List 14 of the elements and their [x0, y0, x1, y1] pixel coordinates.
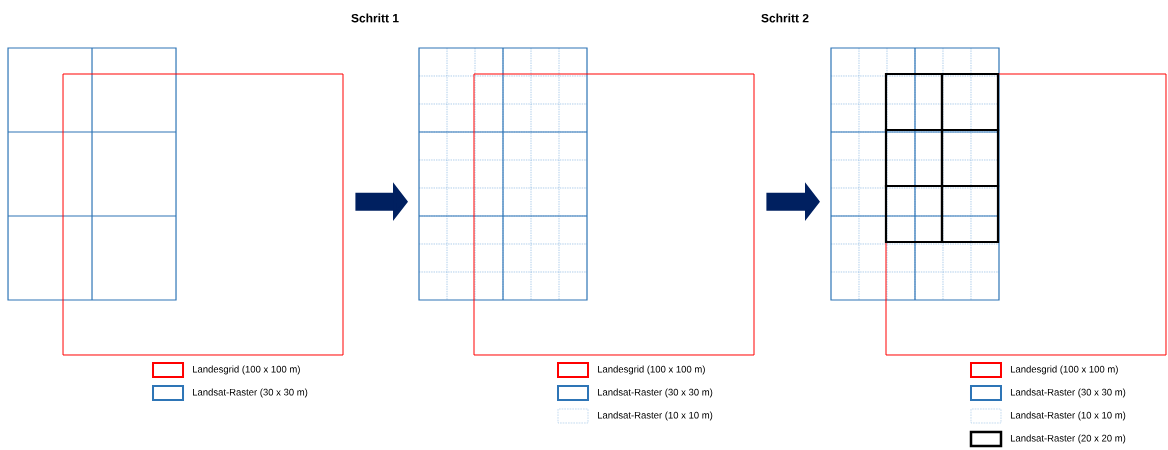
legend-label: Landsat-Raster (10 x 10 m) — [598, 411, 713, 421]
legend-label: Landsat-Raster (30 x 30 m) — [193, 388, 308, 398]
step-heading: Schritt 2 — [761, 13, 809, 23]
legend-label: Landesgrid (100 x 100 m) — [193, 365, 300, 375]
grid-drawing — [830, 47, 1167, 356]
legend-label: Landesgrid (100 x 100 m) — [598, 365, 705, 375]
legend-label: Landsat-Raster (30 x 30 m) — [1011, 388, 1126, 398]
grid-drawing — [418, 47, 755, 356]
legend-label: Landsat-Raster (10 x 10 m) — [1011, 411, 1126, 421]
legend-label: Landesgrid (100 x 100 m) — [1011, 365, 1118, 375]
grid-drawing — [7, 47, 344, 356]
step-heading: Schritt 1 — [351, 13, 399, 23]
legend-label: Landsat-Raster (30 x 30 m) — [598, 388, 713, 398]
legend-label: Landsat-Raster (20 x 20 m) — [1011, 434, 1126, 444]
